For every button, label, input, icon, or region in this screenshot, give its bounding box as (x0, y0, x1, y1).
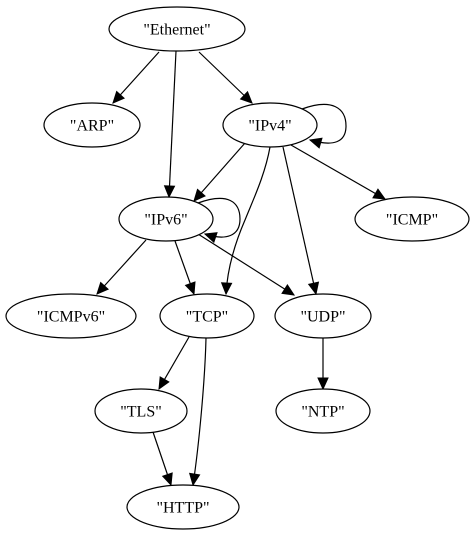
node-udp: "UDP" (274, 293, 372, 339)
edge-line (225, 146, 271, 295)
node-ntp: "NTP" (275, 388, 371, 434)
edge-line (168, 50, 177, 198)
edge-line (290, 144, 386, 200)
arrow-head-icon (317, 377, 329, 391)
node-ethernet: "Ethernet" (108, 6, 246, 52)
node-ipv6: "IPv6" (118, 196, 214, 242)
edge-line (197, 197, 241, 238)
arrow-head-icon (188, 472, 201, 487)
edge-ipv6-to-udp (197, 233, 296, 296)
node-ellipse (354, 196, 470, 242)
arrow-head-icon (307, 281, 320, 296)
node-icmp: "ICMP" (354, 196, 470, 242)
edge-line (192, 337, 207, 486)
node-ellipse (159, 293, 255, 339)
node-label: "ICMPv6" (37, 309, 105, 326)
node-ipv4: "IPv4" (222, 102, 318, 148)
edge-ipv4-to-udp (282, 146, 320, 296)
arrow-head-icon (372, 188, 387, 200)
arrow-head-icon (96, 281, 110, 295)
node-label: "NTP" (301, 404, 344, 421)
nodes-layer: "Ethernet" "ARP" "IPv4" "IPv6" "ICMP" "ICMPv6… (5, 6, 470, 530)
node-label: "HTTP" (156, 500, 209, 517)
arrow-head-icon (239, 90, 253, 104)
arrow-head-icon (308, 137, 323, 149)
arrow-head-icon (281, 283, 296, 296)
edges-layer (96, 50, 387, 487)
arrow-head-icon (220, 282, 233, 296)
node-ellipse (275, 388, 371, 434)
edge-ipv6-to-tcp (174, 240, 196, 296)
node-ellipse (222, 102, 318, 148)
node-ellipse (5, 293, 137, 339)
node-ellipse (118, 196, 214, 242)
edge-tcp-to-http (188, 337, 207, 487)
edge-ipv4-to-tcp (220, 146, 271, 296)
node-label: "IPv4" (248, 118, 291, 135)
node-label: "ICMP" (386, 212, 438, 229)
edge-line (197, 233, 295, 296)
arrow-head-icon (184, 281, 196, 296)
arrow-head-icon (203, 232, 218, 244)
node-label: "Ethernet" (143, 22, 210, 39)
node-label: "ARP" (70, 118, 114, 135)
arrow-head-icon (163, 185, 176, 199)
edge-line (198, 51, 253, 104)
edge-ipv4-to-icmp (290, 144, 387, 200)
edge-line (301, 103, 347, 144)
node-ellipse (126, 484, 240, 530)
node-http: "HTTP" (126, 484, 240, 530)
node-label: "UDP" (300, 309, 345, 326)
node-label: "TCP" (186, 309, 228, 326)
node-label: "TLS" (120, 404, 162, 421)
node-tcp: "TCP" (159, 293, 255, 339)
edge-ethernet-to-arp (112, 51, 160, 104)
edge-ipv4-to-ipv4 (301, 103, 347, 149)
edge-ipv6-to-ipv6 (197, 197, 241, 244)
edge-line (282, 146, 317, 295)
node-label: "IPv6" (144, 212, 187, 229)
node-arp: "ARP" (43, 102, 141, 148)
node-ellipse (274, 293, 372, 339)
edge-ethernet-to-ipv6 (163, 50, 177, 199)
arrow-head-icon (193, 188, 206, 202)
edge-ipv6-to-icmpv6 (96, 239, 147, 295)
arrow-head-icon (112, 90, 125, 104)
edge-ipv4-to-ipv6 (193, 142, 246, 202)
arrow-head-icon (158, 376, 170, 391)
node-ellipse (94, 388, 188, 434)
node-tls: "TLS" (94, 388, 188, 434)
edge-line (193, 142, 246, 202)
node-icmpv6: "ICMPv6" (5, 293, 137, 339)
edge-udp-to-ntp (317, 338, 329, 391)
edge-tcp-to-tls (158, 336, 190, 391)
arrow-head-icon (161, 472, 173, 487)
node-ellipse (108, 6, 246, 52)
edge-ethernet-to-ipv4 (198, 51, 253, 104)
edge-tls-to-http (152, 431, 173, 487)
node-ellipse (43, 102, 141, 148)
edge-line (96, 239, 147, 295)
